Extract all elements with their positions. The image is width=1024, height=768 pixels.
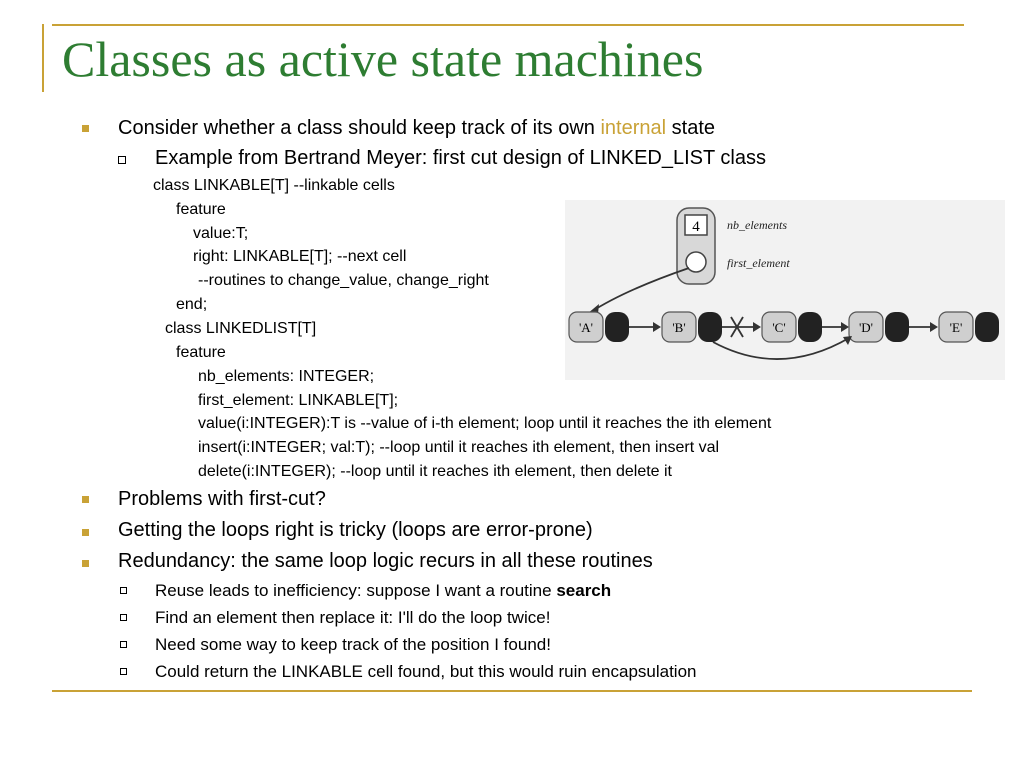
count-box: [684, 214, 708, 236]
bullet-2: Problems with first-cut?: [118, 488, 326, 510]
sub-bullet-text: Reuse leads to inefficiency: suppose I w…: [155, 581, 557, 600]
arrowhead: [843, 336, 852, 345]
hollow-square-bullet-icon: [120, 641, 127, 648]
square-bullet-icon: [82, 529, 89, 536]
code-line: nb_elements: INTEGER;: [198, 368, 375, 385]
node-d-label: 'D': [859, 320, 873, 335]
sub-bullet: Find an element then replace it: I'll do…: [155, 608, 551, 627]
hollow-square-bullet-icon: [120, 614, 127, 621]
bullet-4: Redundancy: the same loop logic recurs i…: [118, 550, 653, 572]
code-line: feature: [176, 201, 226, 218]
node-c-value: [761, 311, 797, 343]
code-line: insert(i:INTEGER; val:T); --loop until i…: [198, 439, 720, 456]
nb-elements-label: nb_elements: [727, 218, 787, 232]
square-bullet-icon: [82, 496, 89, 503]
code-line: end;: [176, 296, 208, 313]
square-bullet-icon: [82, 125, 89, 132]
first-pointer-circle: [685, 251, 707, 273]
bypass-link-b-d: [712, 337, 850, 360]
code-line: --routines to change_value, change_right: [198, 272, 489, 289]
internal-highlight: internal: [600, 117, 667, 139]
code-line: right: LINKABLE[T]; --next cell: [193, 248, 407, 265]
sub-bullet-example: Example from Bertrand Meyer: first cut d…: [155, 147, 766, 169]
sub-bullet: Could return the LINKABLE cell found, bu…: [155, 662, 697, 681]
code-line: feature: [176, 344, 226, 361]
node-b-label: 'B': [672, 320, 685, 335]
arrowhead: [841, 322, 849, 332]
cut-mark: [730, 316, 744, 338]
search-emphasis: search: [556, 581, 612, 600]
code-line: value:T;: [193, 225, 249, 242]
node-c-link: [798, 312, 822, 342]
hollow-square-bullet-icon: [120, 668, 127, 675]
hollow-square-bullet-icon: [118, 156, 126, 164]
node-e-label: 'E': [950, 320, 963, 335]
node-e-link: [975, 312, 999, 342]
left-rule: [42, 24, 44, 92]
diagram-background: [565, 200, 1005, 380]
hollow-square-bullet-icon: [120, 587, 127, 594]
arrowhead: [753, 322, 761, 332]
bottom-rule: [52, 690, 972, 692]
node-c-label: 'C': [772, 320, 785, 335]
code-line: class LINKEDLIST[T]: [165, 320, 317, 337]
bullet-1-text: Consider whether a class should keep tra…: [118, 117, 601, 139]
node-a-link: [605, 312, 629, 342]
code-line: delete(i:INTEGER); --loop until it reach…: [198, 463, 672, 480]
node-d-value: [848, 311, 884, 343]
count-value: 4: [692, 219, 700, 235]
first-element-label: first_element: [727, 256, 790, 270]
bullet-1-end: state: [666, 117, 715, 139]
node-a-label: 'A': [579, 320, 593, 335]
bullet-1: Consider whether a class should keep tra…: [118, 117, 715, 140]
arrowhead: [930, 322, 938, 332]
node-a-value: [568, 311, 604, 343]
code-line: class LINKABLE[T] --linkable cells: [153, 177, 395, 194]
node-b-link: [698, 312, 722, 342]
node-d-link: [885, 312, 909, 342]
sub-bullet: Need some way to keep track of the posit…: [155, 635, 551, 654]
arrowhead: [653, 322, 661, 332]
linked-list-diagram: 4 nb_elements first_element 'A' 'B' 'C' …: [565, 200, 1005, 380]
node-e-value: [938, 311, 974, 343]
node-b-value: [661, 311, 697, 343]
slide-title: Classes as active state machines: [62, 31, 704, 87]
sub-bullet: Reuse leads to inefficiency: suppose I w…: [155, 581, 611, 601]
top-rule: [52, 24, 964, 26]
square-bullet-icon: [82, 560, 89, 567]
code-line: value(i:INTEGER):T is --value of i-th el…: [198, 415, 772, 432]
code-line: first_element: LINKABLE[T];: [198, 392, 399, 409]
bullet-3: Getting the loops right is tricky (loops…: [118, 519, 593, 541]
